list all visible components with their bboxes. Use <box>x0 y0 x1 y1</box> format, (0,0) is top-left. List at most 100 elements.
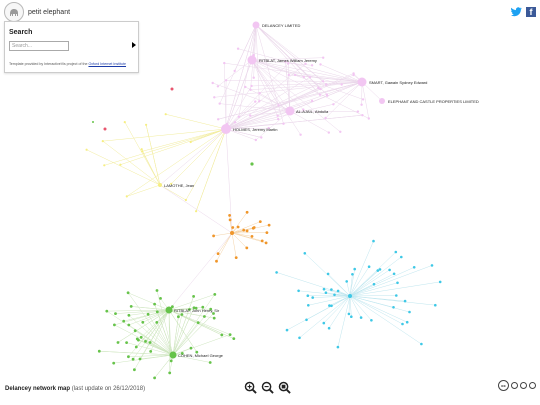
green-node[interactable] <box>113 323 116 327</box>
pink-node[interactable] <box>356 110 360 113</box>
pink-node[interactable] <box>310 99 314 103</box>
facebook-icon[interactable]: f <box>526 7 536 17</box>
pink-node[interactable] <box>318 93 322 96</box>
cyan-node[interactable] <box>307 304 310 307</box>
green-node[interactable] <box>133 368 136 372</box>
green-node[interactable] <box>177 315 180 319</box>
hub-node-holmes[interactable] <box>221 124 231 134</box>
pink-node[interactable] <box>282 122 285 125</box>
cyan-node[interactable] <box>376 269 380 272</box>
pink-node[interactable] <box>223 61 226 65</box>
red-node[interactable] <box>103 127 107 131</box>
pink-node[interactable] <box>299 133 302 136</box>
green-node[interactable] <box>220 333 224 337</box>
pink-node[interactable] <box>332 103 335 106</box>
pink-node[interactable] <box>321 80 325 83</box>
orange-node[interactable] <box>245 246 249 250</box>
pink-node[interactable] <box>213 96 216 99</box>
green-node[interactable] <box>194 306 198 310</box>
orange-node[interactable] <box>212 234 216 238</box>
green-node[interactable] <box>213 293 217 296</box>
green-node[interactable] <box>189 346 193 350</box>
orange-node[interactable] <box>228 218 232 222</box>
pink-node[interactable] <box>225 122 229 126</box>
cyan-node[interactable] <box>350 315 353 319</box>
orange-node[interactable] <box>264 241 268 245</box>
orange-node[interactable] <box>250 235 254 238</box>
green-node[interactable] <box>127 313 131 317</box>
orange-node[interactable] <box>234 256 238 259</box>
brand[interactable]: petit elephant <box>4 2 70 22</box>
cyan-node[interactable] <box>430 264 434 267</box>
pink-node[interactable] <box>339 130 342 133</box>
cyan-node[interactable] <box>420 342 423 346</box>
pink-node[interactable] <box>319 63 322 66</box>
orange-node[interactable] <box>242 228 246 232</box>
pink-node[interactable] <box>258 92 261 95</box>
pink-node[interactable] <box>217 118 220 121</box>
cyan-node[interactable] <box>326 272 330 276</box>
pink-node[interactable] <box>233 69 236 73</box>
green-node[interactable] <box>192 295 196 298</box>
hub-node-ritblat_john[interactable] <box>165 306 173 314</box>
pink-node[interactable] <box>276 114 279 118</box>
cyan-node[interactable] <box>330 288 333 291</box>
cyan-node[interactable] <box>392 272 396 276</box>
green-node[interactable] <box>134 345 138 349</box>
hub-node-smart[interactable] <box>357 77 367 87</box>
cyan-node[interactable] <box>297 289 300 293</box>
green-node[interactable] <box>122 319 126 323</box>
cyan-node[interactable] <box>298 336 301 340</box>
orange-node[interactable] <box>228 214 232 217</box>
yellow-node[interactable] <box>189 140 192 144</box>
green-node[interactable] <box>127 323 131 327</box>
pink-node[interactable] <box>254 100 257 103</box>
hub-node-delancey[interactable] <box>252 21 260 29</box>
green-node[interactable] <box>129 305 133 308</box>
yellow-node[interactable] <box>103 164 106 167</box>
cyan-node[interactable] <box>401 322 404 326</box>
green-node[interactable] <box>212 312 215 315</box>
cyan-node[interactable] <box>311 296 315 299</box>
cyan-node[interactable] <box>434 303 437 307</box>
orange-node[interactable] <box>245 229 249 233</box>
hub-node-cyan_hub[interactable] <box>348 294 352 298</box>
yellow-node[interactable] <box>164 113 167 116</box>
green-node[interactable] <box>155 321 159 324</box>
pink-node[interactable] <box>254 138 257 142</box>
cyan-node[interactable] <box>351 273 354 276</box>
pink-node[interactable] <box>340 83 343 86</box>
yellow-node[interactable] <box>140 148 143 151</box>
pink-node[interactable] <box>310 64 314 67</box>
pink-node[interactable] <box>237 115 240 118</box>
cyan-node[interactable] <box>275 271 278 274</box>
cyan-node[interactable] <box>388 268 391 272</box>
hub-node-lamothe[interactable] <box>158 183 162 187</box>
pink-node[interactable] <box>319 87 322 91</box>
cyan-node[interactable] <box>306 294 310 298</box>
pink-node[interactable] <box>324 116 327 120</box>
pink-node[interactable] <box>267 126 270 130</box>
hub-node-alajail[interactable] <box>285 106 295 116</box>
orange-node[interactable] <box>231 226 235 229</box>
green-node[interactable] <box>126 291 130 295</box>
cyan-node[interactable] <box>372 239 375 243</box>
pink-node[interactable] <box>352 73 355 77</box>
orange-node[interactable] <box>260 239 264 243</box>
cyan-node[interactable] <box>336 289 340 293</box>
pink-node[interactable] <box>360 103 363 106</box>
cyan-node[interactable] <box>359 316 363 319</box>
green-node[interactable] <box>228 333 232 336</box>
green-node[interactable] <box>201 305 205 309</box>
cyan-node[interactable] <box>400 255 403 259</box>
cyan-node[interactable] <box>305 318 308 322</box>
orange-node[interactable] <box>267 223 271 227</box>
green-node[interactable] <box>155 310 159 314</box>
cyan-node[interactable] <box>372 282 376 286</box>
cyan-node[interactable] <box>396 281 399 285</box>
green-node[interactable] <box>137 338 140 342</box>
yellow-node[interactable] <box>101 140 104 143</box>
zoom-out-icon[interactable] <box>261 381 274 394</box>
cyan-node[interactable] <box>333 293 336 297</box>
